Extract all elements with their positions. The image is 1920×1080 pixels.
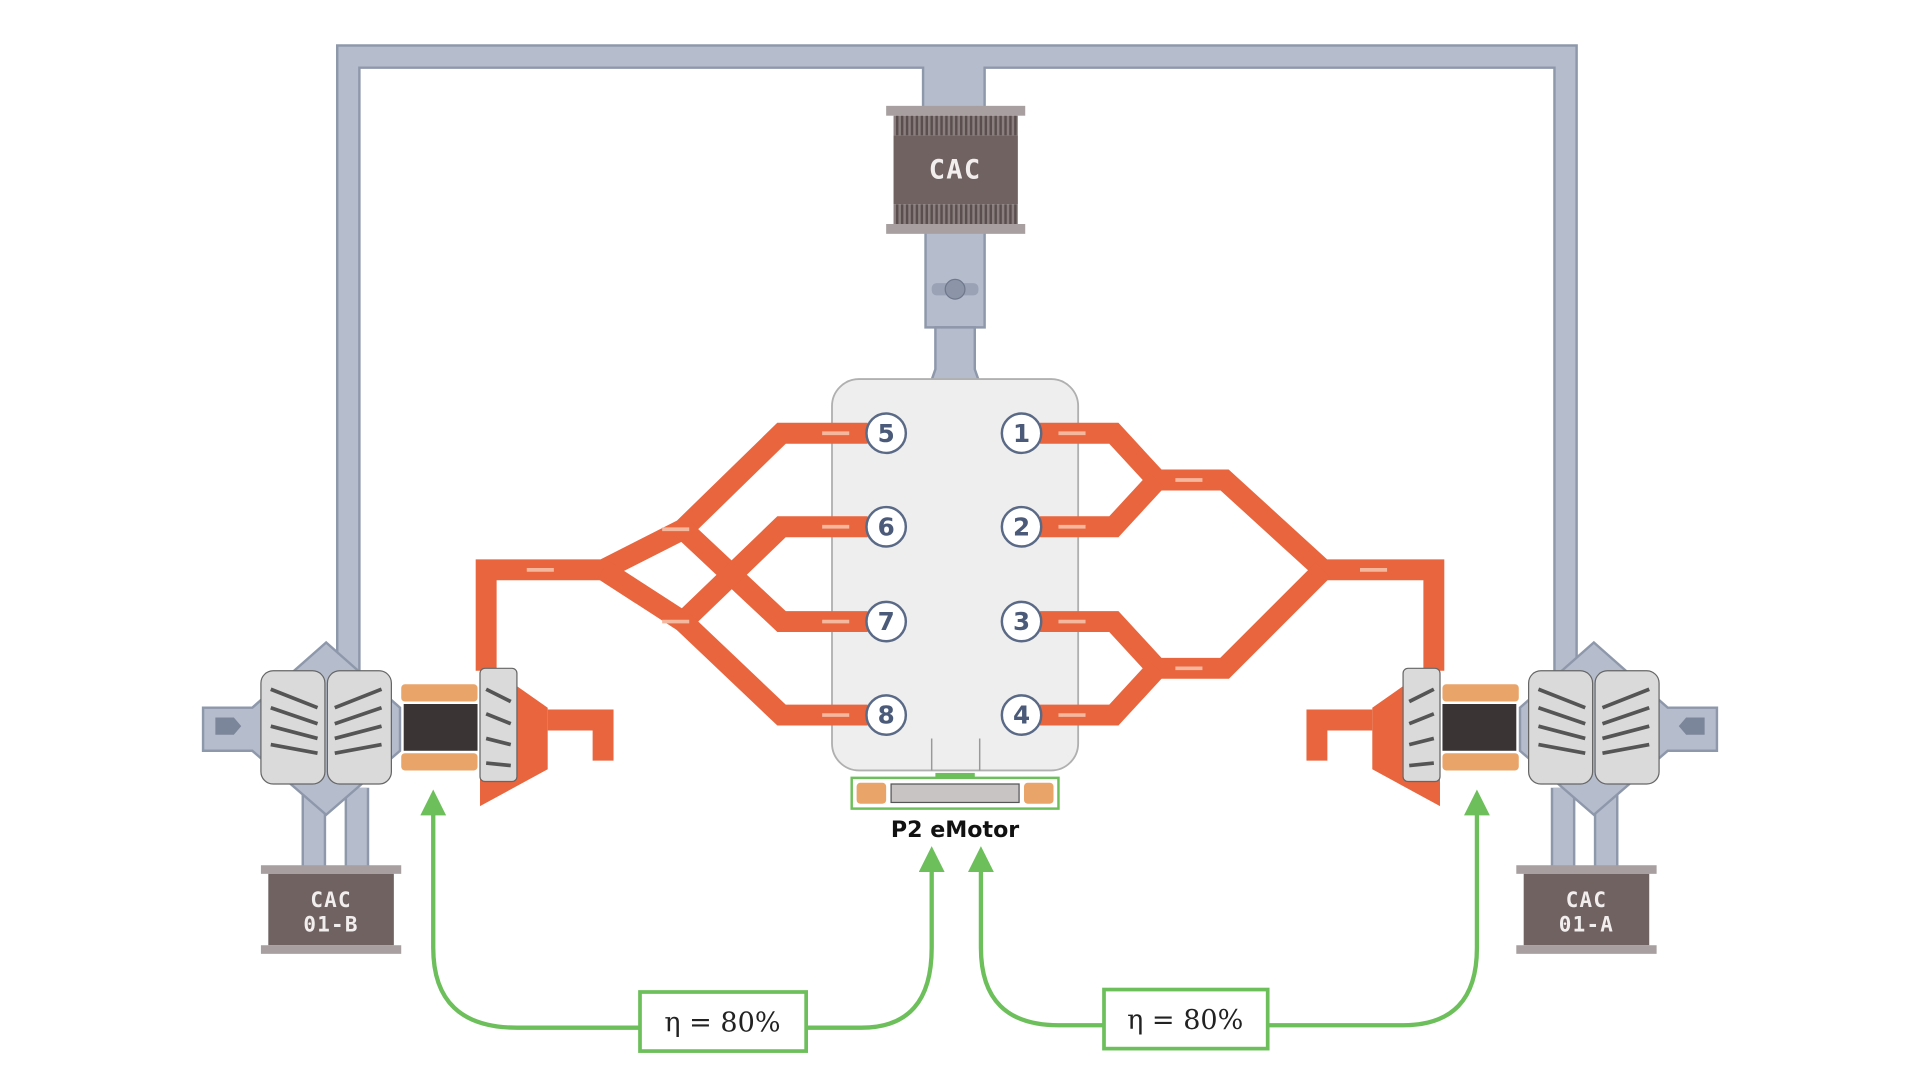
cac-01-b-label-line2: 01-B xyxy=(303,913,358,937)
cylinder-8: 8 xyxy=(865,694,908,736)
cac-01-b: CAC 01-B xyxy=(260,865,402,954)
cylinder-number: 1 xyxy=(1013,419,1030,448)
cylinder-3: 3 xyxy=(1000,600,1043,643)
cylinder-6: 6 xyxy=(865,505,908,548)
efficiency-left-label: η = 80% xyxy=(664,1007,780,1038)
cac-01-b-label-line1: CAC xyxy=(310,888,351,912)
p2-emotor: P2 eMotor xyxy=(850,772,1060,843)
cylinder-circle xyxy=(1000,505,1043,548)
cylinder-number: 5 xyxy=(878,419,895,448)
cylinder-circle xyxy=(1000,412,1043,455)
efficiency-box-right: η = 80% xyxy=(1102,987,1270,1051)
engine-block xyxy=(831,378,1080,772)
turbocharger-right xyxy=(1370,640,1719,817)
cylinder-number: 3 xyxy=(1013,607,1030,636)
cac-main-label: CAC xyxy=(929,154,982,185)
exhaust-flow-arrows xyxy=(526,431,1388,717)
cylinder-circle xyxy=(865,505,908,548)
cylinder-number: 2 xyxy=(1013,512,1030,541)
cylinder-circle xyxy=(1000,694,1043,736)
cylinder-number: 6 xyxy=(878,512,895,541)
cylinder-circle xyxy=(865,600,908,643)
cylinder-number: 8 xyxy=(878,701,895,730)
cylinder-4: 4 xyxy=(1000,694,1043,736)
cac-01-a-label-line2: 01-A xyxy=(1559,913,1614,937)
cylinder-5: 5 xyxy=(865,412,908,455)
efficiency-right-label: η = 80% xyxy=(1127,1005,1243,1036)
efficiency-box-left: η = 80% xyxy=(638,990,808,1053)
cylinder-1: 1 xyxy=(1000,412,1043,455)
cylinder-circle xyxy=(865,412,908,455)
intake-piping-fill xyxy=(304,46,1616,868)
cac-01-a: CAC 01-A xyxy=(1516,865,1657,954)
emotor-label: P2 eMotor xyxy=(891,817,1019,843)
energy-flow-lines xyxy=(420,789,1490,1030)
cylinders: 1 2 3 4 5 6 7 8 xyxy=(865,412,1043,736)
cylinder-number: 7 xyxy=(878,607,895,636)
cac-01-a-label-line1: CAC xyxy=(1566,888,1607,912)
turbocharger-left xyxy=(201,640,548,817)
cac-main: CAC xyxy=(886,105,1026,234)
cylinder-7: 7 xyxy=(865,600,908,643)
cylinder-circle xyxy=(865,694,908,736)
cylinder-number: 4 xyxy=(1013,701,1030,730)
crankshaft-lines xyxy=(930,738,981,771)
cylinder-2: 2 xyxy=(1000,505,1043,548)
cylinder-circle xyxy=(1000,600,1043,643)
